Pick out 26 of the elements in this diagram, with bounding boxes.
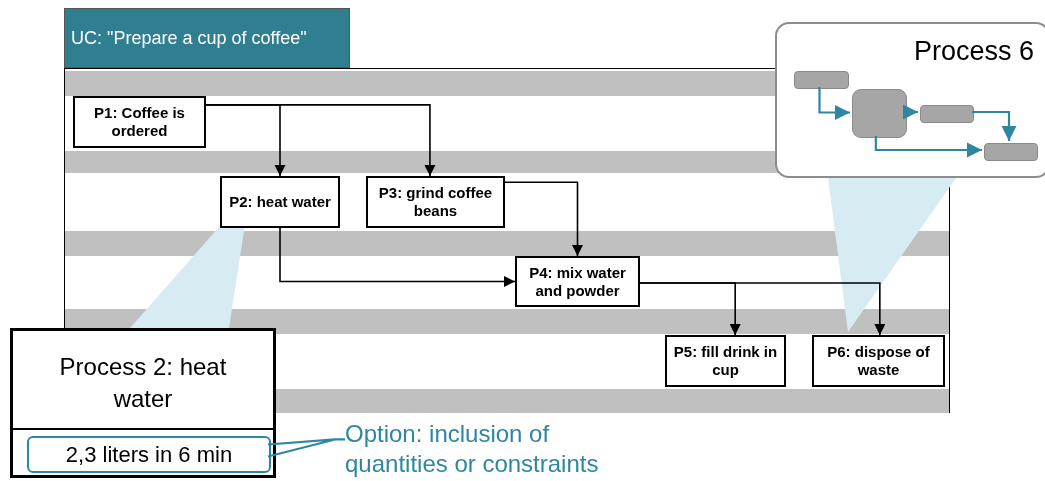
process-box: [920, 105, 974, 123]
process-box: [852, 89, 907, 138]
arrow: [972, 110, 1017, 141]
process-box: P1: Coffee is ordered: [73, 96, 206, 148]
arrow: [902, 104, 918, 120]
use-case-tab: UC: "Prepare a cup of coffee": [64, 8, 350, 68]
leader-line: [266, 438, 347, 458]
process-box: P4: mix water and powder: [515, 256, 640, 307]
zoom-panel: [10, 328, 276, 478]
process-box: P6: dispose of waste: [812, 335, 945, 387]
annotation-text: Option: inclusion of quantities or constraints: [345, 419, 600, 479]
process-box: P2: heat water: [220, 176, 340, 228]
process-box: [794, 71, 849, 89]
process-box: [984, 143, 1038, 161]
panel-title: Process 2: heat water: [58, 352, 228, 414]
arrow: [639, 282, 886, 336]
arrow: [205, 104, 436, 177]
panel-title: Process 6: [913, 36, 1034, 67]
arrow: [874, 136, 982, 158]
process-box: P3: grind coffee beans: [366, 176, 505, 228]
arrow: [818, 87, 850, 121]
process-box: P5: fill drink in cup: [665, 335, 786, 387]
arrow: [279, 227, 516, 288]
zoom-panel: [775, 22, 1045, 178]
arrow: [504, 181, 584, 257]
quantity-box: 2,3 liters in 6 min: [27, 436, 271, 473]
